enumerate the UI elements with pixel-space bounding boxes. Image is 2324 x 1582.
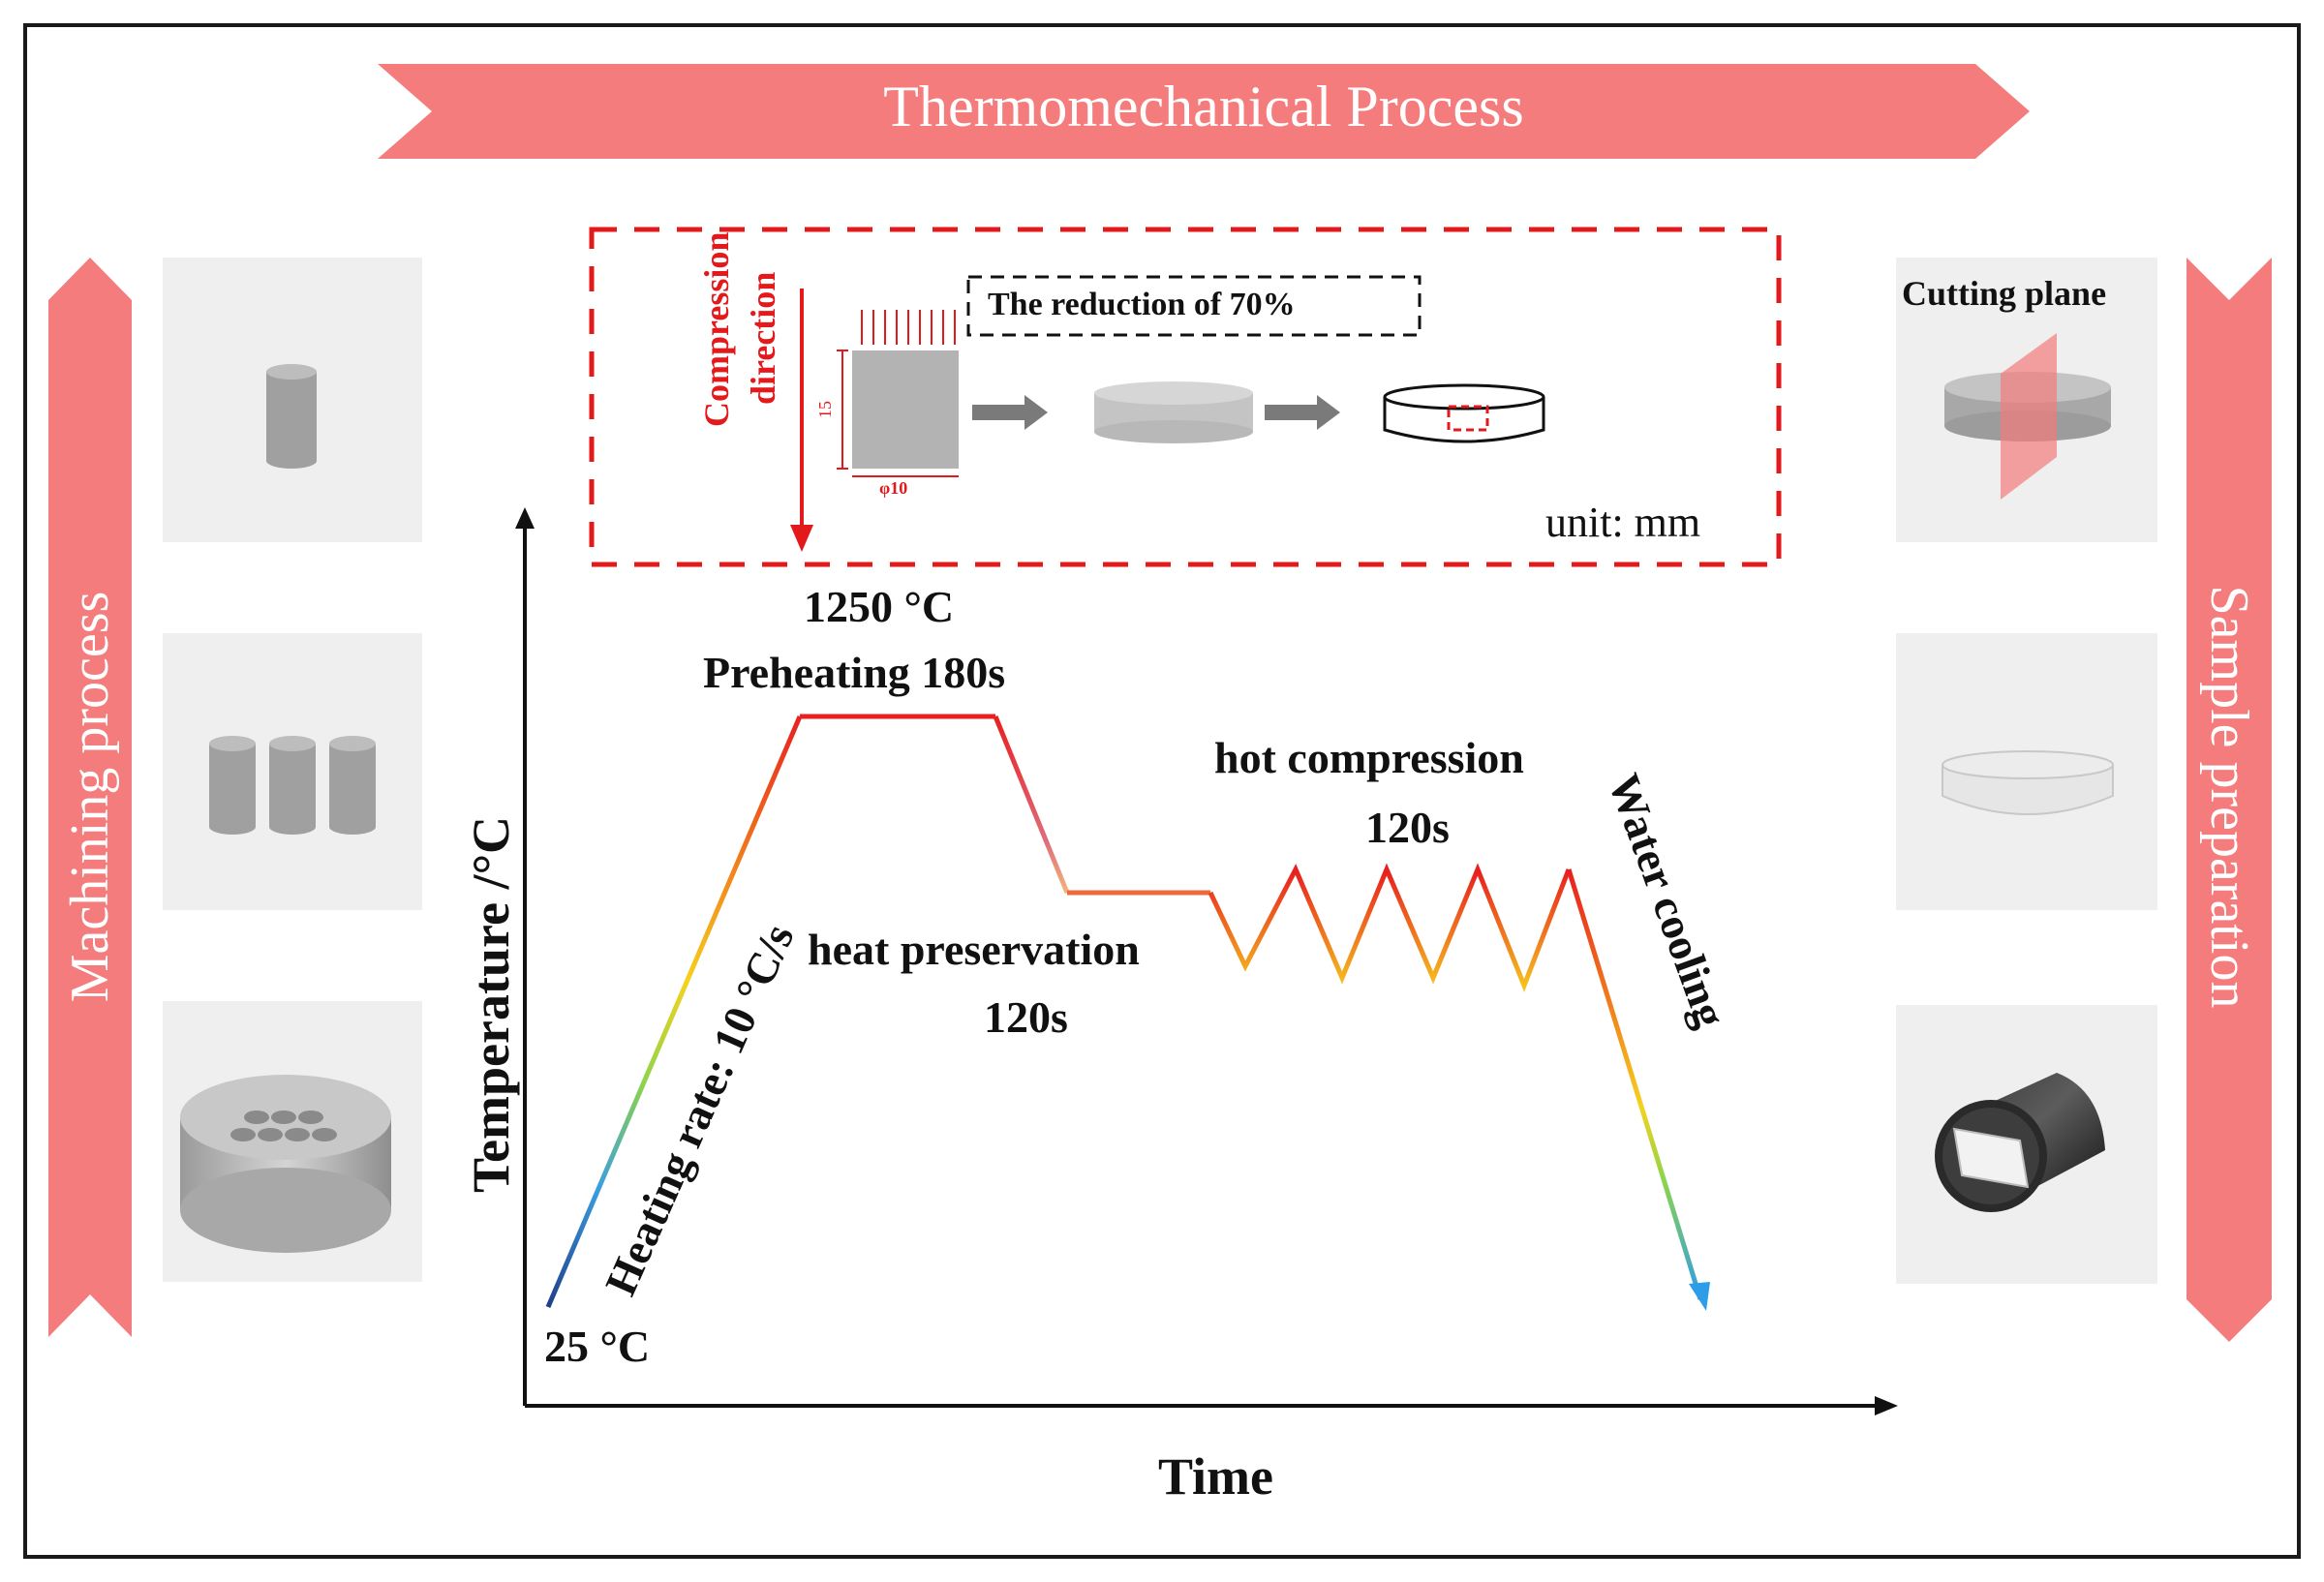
top-banner — [378, 64, 2030, 159]
top-banner-label: Thermomechanical Process — [883, 75, 1524, 138]
cylinder-rod-icon — [266, 364, 317, 469]
specimen-cylinder-icon — [837, 310, 959, 477]
mounted-sample-icon — [1935, 1073, 2105, 1212]
preheating-label: Preheating 180s — [703, 648, 1006, 697]
sample-panel-1 — [1896, 258, 2157, 542]
half-disc-icon — [1942, 750, 2114, 815]
hot-compression-segment — [1208, 863, 1572, 992]
machining-panel-3 — [163, 1001, 422, 1282]
cutting-plane-icon — [1944, 333, 2111, 500]
heat-preservation-time-label: 120s — [984, 992, 1068, 1042]
sample-panel-3 — [1896, 1005, 2157, 1284]
machining-panel-1 — [163, 258, 422, 542]
heating-segment — [545, 715, 803, 1308]
peak-temp-label: 1250 °C — [804, 582, 955, 631]
heat-preservation-label: heat preservation — [808, 925, 1140, 974]
compression-direction-label-2: direction — [744, 271, 782, 405]
water-cooling-segment — [1566, 868, 1703, 1300]
machining-panel-2 — [163, 633, 422, 910]
sample-panel-2 — [1896, 633, 2157, 910]
compression-direction-label-1: Compression — [697, 231, 736, 427]
x-axis-label: Time — [1158, 1447, 1273, 1506]
left-banner-label: Machining process — [60, 591, 120, 1003]
right-banner-label: Sample preparation — [2199, 585, 2259, 1009]
hot-compression-label: hot compression — [1214, 733, 1524, 782]
diameter-dimension-label: φ10 — [879, 478, 908, 498]
y-axis-label: Temperature /°C — [462, 815, 520, 1193]
figure-frame — [23, 23, 2301, 1559]
compression-inset — [589, 227, 1782, 567]
cooling-to-hold-segment — [993, 715, 1070, 894]
reduction-box — [966, 275, 1422, 337]
reduction-label: The reduction of 70% — [988, 287, 1296, 322]
cutting-plane-label: Cutting plane — [1902, 274, 2107, 313]
left-banner — [48, 258, 132, 1337]
unit-label: unit: mm — [1545, 499, 1701, 546]
right-banner — [2186, 258, 2272, 1342]
process-chart — [515, 507, 1898, 1415]
height-dimension-label: 15 — [815, 401, 835, 418]
start-temp-label: 25 °C — [544, 1322, 651, 1371]
hot-compression-time-label: 120s — [1365, 803, 1450, 852]
flattened-disc-icon — [1094, 381, 1253, 443]
outlined-disc-icon — [1383, 383, 1545, 443]
three-cylinders-icon — [209, 736, 376, 835]
billet-icon — [180, 1075, 391, 1253]
